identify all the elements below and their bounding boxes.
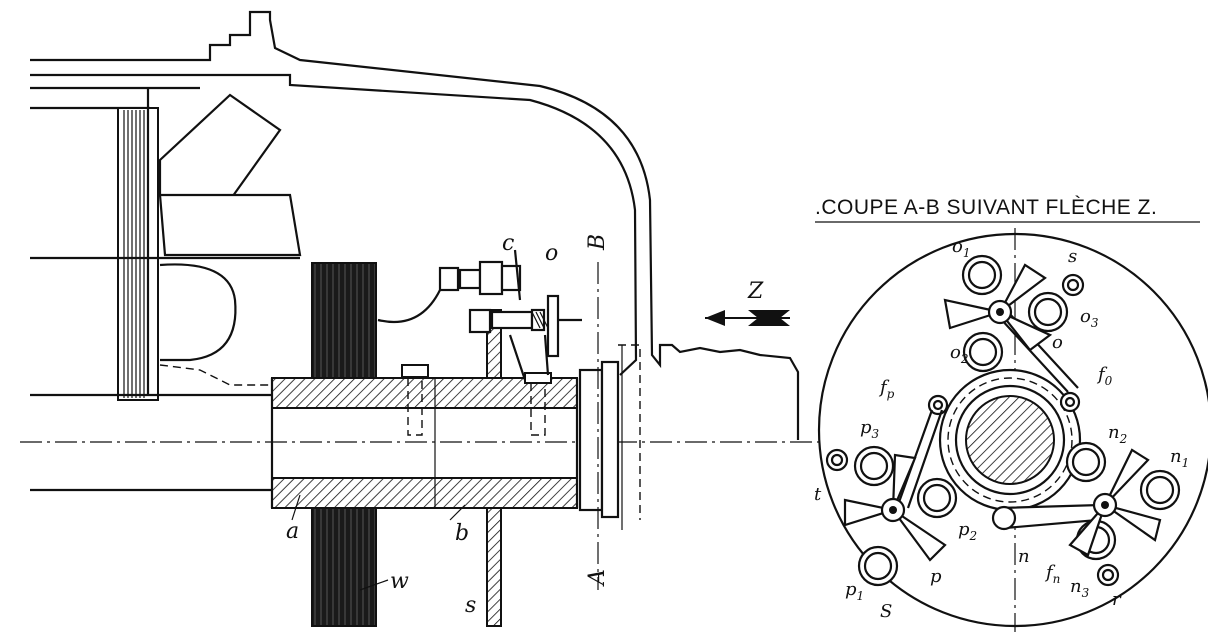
- roller-p1: [857, 545, 899, 587]
- leader-w: [359, 579, 389, 591]
- screw-left: [401, 364, 429, 436]
- pin-s: [1061, 273, 1085, 297]
- stator-core: [117, 107, 159, 401]
- shaft-section: [965, 395, 1055, 485]
- hidden-edge: [159, 364, 270, 386]
- label-w: w: [390, 569, 409, 594]
- section-title: .COUPE A-B SUIVANT FLÈCHE Z.: [815, 196, 1157, 219]
- roller-o1: [961, 254, 1003, 296]
- label-o: o: [1052, 332, 1063, 353]
- housing-inner: [30, 73, 638, 376]
- leader-a: [291, 494, 301, 521]
- winding-end: [159, 263, 237, 362]
- support-plate-bottom: [486, 507, 502, 627]
- gear-wheel-bottom: [311, 507, 377, 627]
- roller-o2: [962, 331, 1004, 373]
- label-b: B: [585, 234, 610, 251]
- roller-o3: [1027, 291, 1069, 333]
- pin-fo: [1059, 391, 1081, 413]
- leader-b: [449, 504, 466, 521]
- pin-t: [825, 448, 849, 472]
- contact-arm-top: [943, 263, 1053, 352]
- contact-arm-right: [1068, 448, 1162, 557]
- side-view: c o B A Z a b s w: [20, 10, 1200, 627]
- lever-fn-pivot: [991, 505, 1017, 531]
- hub-lower: [271, 477, 578, 509]
- section-view: .COUPE A-B SUIVANT FLÈCHE Z.: [814, 196, 1208, 632]
- label-p1: p1: [845, 579, 864, 603]
- label-a: A: [585, 569, 610, 587]
- label-n1: n1: [1170, 446, 1189, 470]
- fan-blade-lower: [158, 193, 302, 257]
- roller-n1: [1139, 469, 1181, 511]
- hub-ring-dashed: [947, 377, 1073, 503]
- label-p2: p2: [958, 519, 977, 543]
- label-s-pin: s: [1068, 246, 1077, 267]
- gear-wheel-top: [311, 262, 377, 379]
- label-p3: p3: [860, 417, 880, 441]
- label-s: s: [465, 593, 476, 618]
- housing-outline: [30, 10, 800, 440]
- label-b-lower: b: [455, 521, 469, 546]
- end-flange: [578, 344, 641, 530]
- label-n2: n2: [1108, 422, 1127, 446]
- roller-p3: [853, 445, 895, 487]
- label-n: n: [1018, 546, 1030, 567]
- roller-p2: [916, 477, 958, 519]
- roller-n2: [1065, 441, 1107, 483]
- label-o2: o2: [950, 342, 968, 366]
- contact-arm-left: [843, 453, 947, 562]
- label-o3: o3: [1080, 306, 1099, 330]
- pin-r: [1096, 563, 1120, 587]
- label-r: r: [1112, 589, 1122, 610]
- label-S: S: [880, 601, 892, 622]
- pin-fp: [927, 394, 949, 416]
- label-o1: o1: [952, 236, 970, 260]
- arrow-z: [705, 310, 790, 326]
- contact-assembly: [438, 249, 582, 381]
- label-z: Z: [747, 279, 764, 304]
- label-t: t: [814, 484, 822, 505]
- label-c: c: [502, 231, 514, 256]
- stator-laminations: [123, 110, 145, 398]
- label-n3: n3: [1070, 576, 1090, 600]
- label-a-lower: a: [286, 519, 299, 544]
- label-p: p: [930, 566, 942, 587]
- fan-blade: [158, 93, 282, 202]
- label-o: o: [545, 241, 558, 266]
- connecting-wire: [377, 277, 453, 324]
